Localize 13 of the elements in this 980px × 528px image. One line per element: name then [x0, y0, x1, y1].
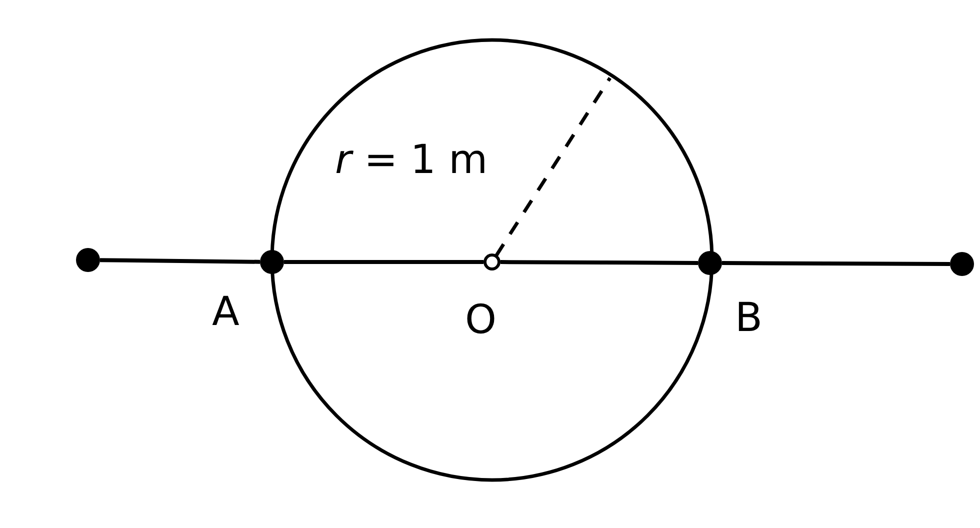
point-label: A	[212, 292, 240, 332]
line-segment	[722, 261, 950, 266]
line-segment	[500, 260, 698, 265]
line-segment	[100, 258, 260, 264]
radius-label: r = 1 m	[335, 140, 488, 180]
point-dot	[950, 252, 974, 276]
center-point	[484, 254, 500, 270]
point-dot	[76, 248, 100, 272]
line-segment	[284, 260, 484, 264]
point-dot	[698, 251, 722, 275]
point-dot	[260, 250, 284, 274]
point-label: O	[465, 300, 496, 340]
point-label: B	[735, 298, 762, 338]
